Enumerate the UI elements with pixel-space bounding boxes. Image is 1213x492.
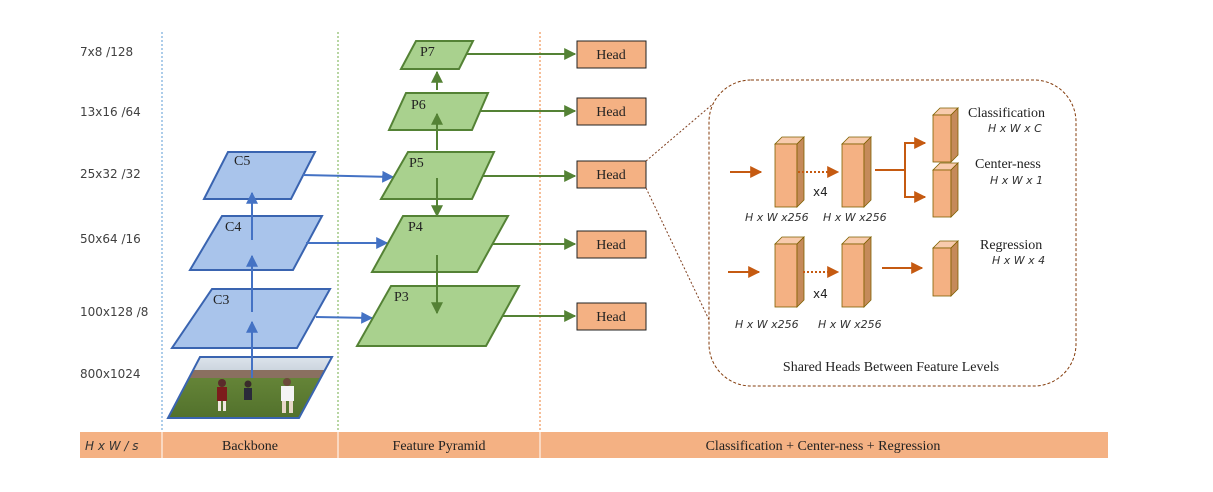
scale-label-p3: 100x128 /8 — [80, 305, 148, 319]
backbone-c5 — [202, 151, 317, 200]
regression-dim: H x W x 4 — [992, 254, 1045, 267]
head-label-p3: Head — [596, 310, 626, 325]
head-label-p6: Head — [596, 105, 626, 120]
head-box-p5 — [576, 160, 647, 189]
classification-dim: H x W x C — [988, 122, 1042, 135]
bottom-scale-label: H x W / s — [85, 439, 139, 453]
lower-repeat-label: x4 — [813, 287, 828, 301]
lower-feature-2 — [841, 236, 872, 308]
centerness-output — [932, 162, 959, 218]
feature-pyramid: P7 P6 P5 P4 P3 — [355, 40, 577, 347]
bottom-backbone-label: Backbone — [222, 439, 278, 454]
bottom-bar-background — [80, 432, 1108, 458]
head-box-p6 — [576, 97, 647, 126]
lower-feature-1 — [774, 236, 805, 308]
pyramid-p7 — [399, 40, 475, 70]
centerness-label: Center-ness — [975, 157, 1041, 172]
shared-head-detail: Classification H x W x C Center-ness H x… — [708, 79, 1077, 387]
backbone-label-c4: C4 — [225, 220, 241, 235]
head-box-p4 — [576, 230, 647, 259]
backbone-c4 — [188, 215, 324, 271]
pyramid-p5 — [379, 151, 496, 200]
bottom-pyramid-label: Feature Pyramid — [393, 439, 486, 454]
detail-caption: Shared Heads Between Feature Levels — [783, 360, 999, 375]
arrow-to-classification — [875, 137, 927, 171]
scale-label-p4: 50x64 /16 — [80, 232, 141, 246]
pyramid-label-p5: P5 — [409, 156, 424, 171]
pyramid-label-p3: P3 — [394, 290, 409, 305]
heads: Head Head Head Head Head — [576, 40, 647, 331]
scale-label-p7: 7x8 /128 — [80, 45, 133, 59]
head-label-p4: Head — [596, 238, 626, 253]
arrow-to-centerness — [904, 170, 927, 203]
upper-repeat-label: x4 — [813, 185, 828, 199]
pyramid-label-p7: P7 — [420, 45, 435, 60]
upper-feature-2 — [841, 136, 872, 208]
head-label-p5: Head — [596, 168, 626, 183]
lower-feature-1-dim: H x W x256 — [735, 318, 799, 331]
backbone-label-c3: C3 — [213, 293, 229, 308]
head-label-p7: Head — [596, 48, 626, 63]
pyramid-p6 — [387, 92, 490, 131]
backbone-label-c5: C5 — [234, 154, 250, 169]
upper-feature-2-dim: H x W x256 — [823, 211, 887, 224]
pyramid-label-p4: P4 — [408, 220, 423, 235]
upper-feature-1-dim: H x W x256 — [745, 211, 809, 224]
input-image — [166, 356, 334, 419]
regression-output — [932, 240, 959, 297]
head-box-p3 — [576, 302, 647, 331]
scale-label-p6: 13x16 /64 — [80, 105, 141, 119]
bottom-heads-label: Classification + Center-ness + Regressio… — [706, 439, 941, 454]
pyramid-p4 — [370, 215, 510, 273]
centerness-dim: H x W x 1 — [990, 174, 1043, 187]
pyramid-label-p6: P6 — [411, 98, 426, 113]
lateral-c5-p5 — [302, 170, 395, 183]
backbone-c3 — [170, 288, 332, 349]
regression-label: Regression — [980, 238, 1042, 253]
upper-feature-1 — [774, 136, 805, 208]
scale-labels: 7x8 /128 13x16 /64 25x32 /32 50x64 /16 1… — [80, 45, 148, 381]
pyramid-p3 — [355, 285, 521, 347]
scale-label-input: 800x1024 — [80, 367, 141, 381]
scale-label-p5: 25x32 /32 — [80, 167, 141, 181]
lower-feature-2-dim: H x W x256 — [818, 318, 882, 331]
classification-output — [932, 107, 959, 163]
lateral-c3-p3 — [315, 311, 374, 324]
bottom-bar: H x W / s Backbone Feature Pyramid Class… — [80, 432, 1108, 458]
classification-label: Classification — [968, 106, 1045, 121]
head-box-p7 — [576, 40, 647, 69]
backbone: C5 C4 C3 — [170, 151, 395, 378]
